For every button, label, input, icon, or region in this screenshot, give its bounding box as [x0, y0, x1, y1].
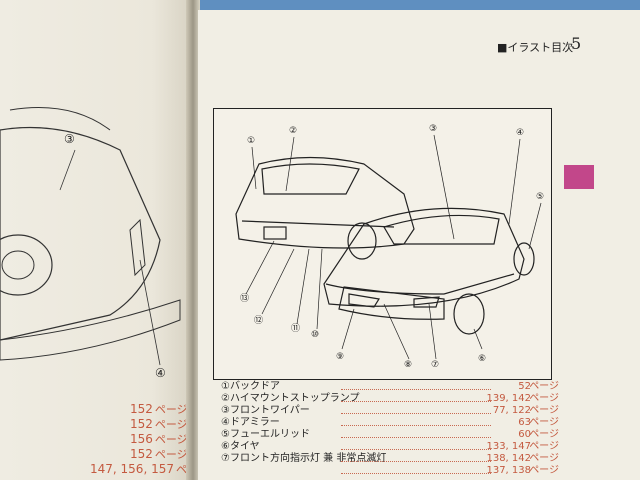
- callout-10: ⑩: [311, 330, 319, 340]
- trunk-illustration: ③ ④: [0, 90, 186, 390]
- car-exterior-diagram: ① ② ③ ④ ⑤ ⑥ ⑦ ⑧ ⑨ ⑩ ⑪ ⑫ ⑬: [235, 124, 544, 370]
- section-title: ■イラスト目次: [497, 41, 574, 54]
- callout-2: ②: [289, 126, 297, 136]
- callout-8: ⑧: [404, 360, 412, 370]
- car-illustration-frame: ① ② ③ ④ ⑤ ⑥ ⑦ ⑧ ⑨ ⑩ ⑪ ⑫ ⑬: [213, 108, 552, 380]
- callout-11: ⑪: [291, 323, 300, 334]
- callout-3: ③: [429, 124, 437, 134]
- page-number: 5: [571, 34, 582, 53]
- index-tab: [564, 165, 594, 189]
- callout-7: ⑦: [431, 360, 439, 370]
- callout-12: ⑫: [254, 315, 263, 326]
- left-ref-5: 147, 156, 157ページ: [90, 462, 209, 476]
- left-callout-4: ④: [155, 366, 166, 380]
- callout-1: ①: [247, 136, 255, 146]
- callout-13: ⑬: [240, 293, 249, 304]
- left-callout-3: ③: [64, 132, 75, 146]
- callout-4: ④: [516, 128, 524, 138]
- callout-6: ⑥: [478, 354, 486, 364]
- callout-9: ⑨: [336, 352, 344, 362]
- callout-5: ⑤: [536, 192, 544, 202]
- book-gutter: [186, 0, 200, 480]
